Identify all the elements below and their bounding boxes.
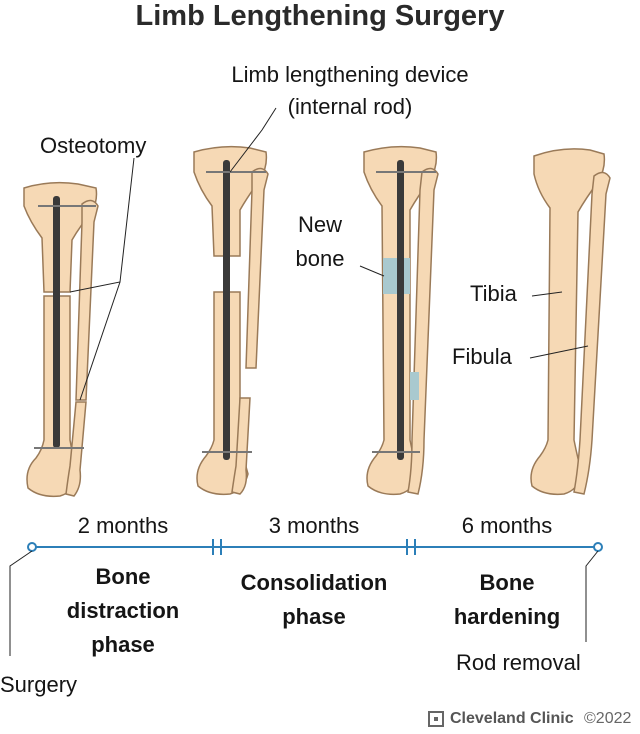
phase-hardening-line2: hardening [453, 604, 561, 629]
new-bone-tibia [383, 258, 410, 294]
phase-hardening: Bone hardening [416, 566, 598, 634]
diagram-title: Limb Lengthening Surgery [135, 0, 505, 32]
duration-distraction: 2 months [77, 513, 169, 538]
fibula-2-lower [231, 397, 251, 495]
phase-distraction: Bone distraction phase [34, 560, 212, 662]
fibula-label: Fibula [452, 344, 512, 369]
new-bone-leader [359, 265, 385, 277]
rod-1 [53, 196, 60, 448]
copyright: ©2022 [584, 710, 632, 727]
phase-distraction-line1: Bone [95, 564, 151, 589]
phase-distraction-line2: distraction [66, 598, 180, 623]
tibia-leader [531, 291, 563, 297]
rod-3 [397, 160, 404, 460]
surgery-leader [9, 550, 33, 656]
cleveland-clinic-logo-icon [428, 711, 444, 727]
leg-stage-2 [193, 145, 269, 496]
osteotomy-leader-fibula [79, 281, 121, 401]
duration-consolidation: 3 months [268, 513, 360, 538]
brand-name: Cleveland Clinic [450, 710, 574, 727]
new-bone-fibula [410, 372, 419, 400]
phase-hardening-line1: Bone [479, 570, 535, 595]
rod-removal-leader [585, 550, 599, 642]
surgery-label: Surgery [0, 672, 78, 697]
phase-consolidation-line2: phase [282, 604, 346, 629]
leg-stage-3 [363, 145, 439, 496]
phase-consolidation: Consolidation phase [222, 566, 406, 634]
leader-lines [69, 107, 589, 401]
device-label-line1: Limb lengthening device [231, 62, 469, 87]
tibia-label: Tibia [470, 281, 517, 306]
device-leader [229, 107, 277, 173]
duration-hardening: 6 months [461, 513, 553, 538]
timeline-end-marker [593, 542, 603, 552]
event-leaders [9, 550, 599, 656]
phase-distraction-line3: phase [91, 632, 155, 657]
leg-stage-4 [530, 148, 611, 496]
new-bone-label-line1: New [297, 212, 342, 237]
rod-removal-label: Rod removal [456, 650, 581, 675]
timeline [27, 539, 603, 555]
rod-2 [223, 160, 230, 460]
phase-consolidation-line1: Consolidation [240, 570, 388, 595]
fibula-3 [407, 167, 439, 495]
fibula-1 [65, 199, 99, 497]
brand-footer: Cleveland Clinic [428, 710, 574, 728]
leg-stage-1 [23, 181, 99, 498]
fibula-leader [529, 345, 589, 359]
timeline-start-marker [27, 542, 37, 552]
osteotomy-label: Osteotomy [40, 133, 147, 158]
fibula-4 [573, 171, 611, 495]
device-label-line2: (internal rod) [287, 94, 413, 119]
new-bone-label-line2: bone [295, 246, 345, 271]
fibula-2-upper [245, 167, 269, 369]
